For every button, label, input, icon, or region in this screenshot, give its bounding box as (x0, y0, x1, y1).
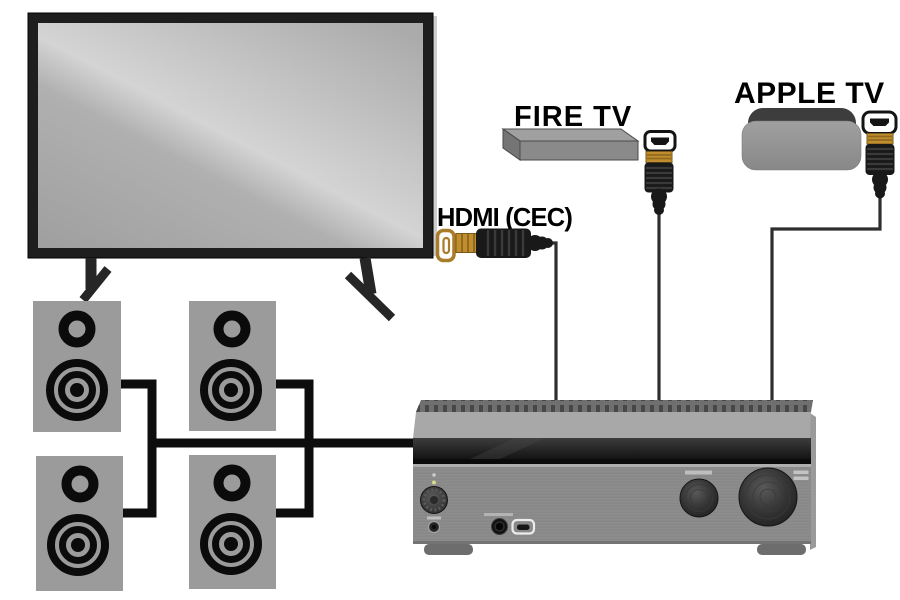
input-selector-knob (679, 478, 719, 518)
hdmi-cec-cable (546, 241, 558, 401)
tweeter-icon (58, 310, 96, 348)
speaker-front-right (189, 301, 276, 431)
hdmi-plug-down-icon (865, 133, 895, 199)
hdmi-port-icon (643, 130, 677, 153)
mic-label-smudge (484, 513, 513, 516)
hdmi-port-gold-icon (435, 228, 456, 263)
front-top-trim (413, 464, 811, 467)
tv-right-leg (344, 257, 396, 322)
hdmi-cables (546, 195, 882, 401)
hdmi-port-icon (861, 110, 898, 135)
volume-label-smudge-2 (793, 476, 809, 480)
receiver-display (413, 438, 811, 459)
speaker-wires (121, 379, 413, 518)
av-receiver (413, 400, 816, 555)
tv-screen (38, 23, 423, 248)
apple-tv: APPLE TV (734, 77, 898, 199)
setup-mic-jack (491, 518, 508, 535)
speaker-rear-right (189, 455, 276, 589)
tv-left-leg (79, 258, 112, 303)
headphone-jack (427, 520, 441, 534)
status-led (432, 473, 436, 477)
speaker-rear-left (36, 456, 123, 591)
left-speaker-pair-wire (121, 379, 157, 518)
tweeter-icon (61, 465, 99, 503)
fire-tv-box (501, 128, 640, 161)
woofer-icon (47, 514, 109, 576)
power-button (420, 486, 448, 514)
receiver-right-foot (757, 544, 806, 555)
hdmi-plug-down-icon (644, 151, 674, 215)
receiver-left-foot (424, 544, 473, 555)
input-selector-label-smudge (685, 470, 712, 475)
fire-tv: FIRE TV (501, 101, 677, 215)
display-lower-trim (413, 459, 811, 464)
phones-label-smudge (427, 516, 441, 520)
master-volume-knob (738, 467, 798, 527)
apple-tv-cable (770, 195, 882, 401)
receiver-top-vents (416, 400, 813, 412)
apple-tv-box (741, 108, 862, 171)
woofer-icon (200, 513, 262, 575)
woofer-icon (200, 359, 262, 421)
tv (27, 12, 437, 322)
tv-edge-highlight (433, 16, 437, 256)
hdmi-cec-label: HDMI (CEC) (437, 204, 572, 232)
right-speaker-pair-wire (276, 379, 314, 518)
tweeter-icon (213, 310, 251, 348)
tweeter-icon (213, 464, 251, 502)
front-hdmi-port-icon (511, 518, 536, 535)
receiver-upper-panel (413, 412, 811, 438)
power-led (432, 480, 436, 485)
apple-tv-label: APPLE TV (734, 77, 885, 110)
hdmi-cec-connection: HDMI (CEC) (435, 204, 573, 263)
front-bottom-edge (413, 541, 811, 544)
receiver-side-panel (810, 413, 816, 550)
hdmi-plug-left-icon (455, 228, 553, 258)
fire-tv-label: FIRE TV (514, 101, 632, 133)
volume-label-smudge-1 (793, 470, 809, 474)
speaker-front-left (33, 301, 121, 432)
display-sheen (470, 438, 545, 459)
woofer-icon (46, 359, 108, 421)
